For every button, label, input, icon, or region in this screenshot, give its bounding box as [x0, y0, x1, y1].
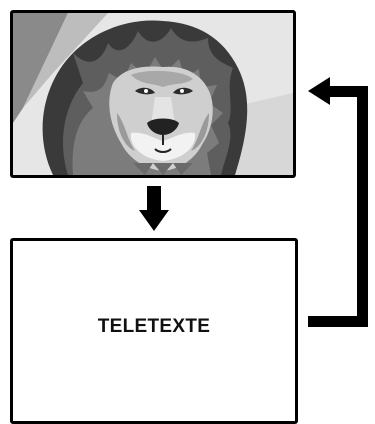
lion-image-box: [10, 10, 296, 178]
feedback-arrow: [308, 77, 368, 327]
down-arrow: [139, 186, 169, 231]
teletext-box: TELETEXTE: [10, 238, 298, 424]
teletext-label: TELETEXTE: [97, 316, 211, 337]
flow-diagram: TELETEXTE: [10, 10, 368, 424]
lion-head-illustration: [13, 13, 293, 175]
